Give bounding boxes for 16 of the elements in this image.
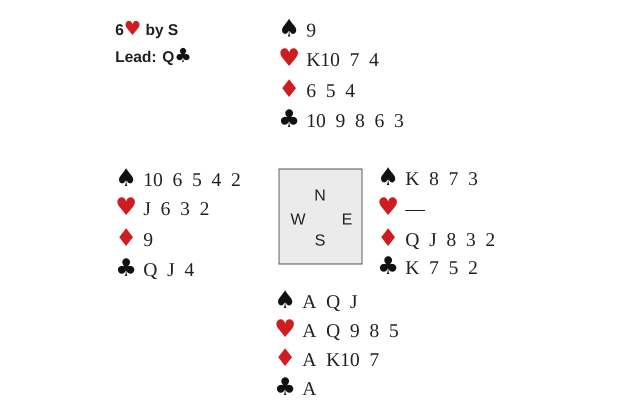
suit-holding: ♦ A K10 7 [278,348,379,366]
suit-holding: ♥ A Q 9 8 5 [276,319,398,340]
suit-holding: ♦ 6 5 4 [282,79,355,98]
suit-holding: ♣ A [276,377,316,395]
suit-holding: ♣ K 7 5 2 [380,256,477,274]
suit-holding: ♥ J 6 3 2 [117,197,208,216]
suit-holding: ♠ 10 6 5 4 2 [119,168,240,186]
suit-holding: ♠ 9 [282,18,316,37]
lead-label: Lead: Q♣ [116,48,190,66]
contract-title: 6♥ by S [116,20,178,38]
suit-holding: ♠ A Q J [278,290,358,312]
compass-box: N W E S [278,168,362,264]
suit-holding: ♣ 10 9 8 6 3 [280,109,404,128]
suit-holding: ♦ 9 [119,228,152,246]
suit-holding: ♥ K10 7 4 [280,48,379,66]
suit-holding: ♣ Q J 4 [118,258,194,280]
